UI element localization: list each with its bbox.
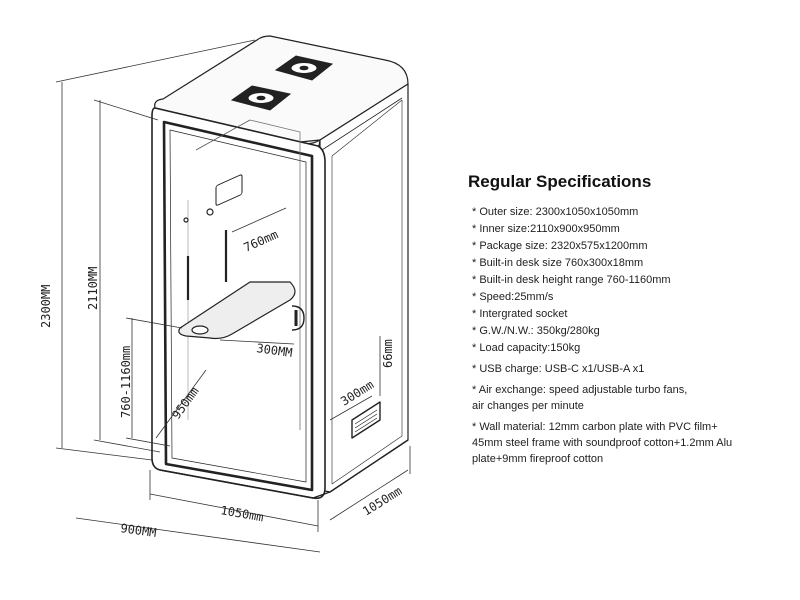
- dimension-desk-height: 760-1160mm: [119, 346, 133, 418]
- built-in-desk: [178, 281, 296, 340]
- dimension-side-offset: 66mm: [381, 339, 395, 368]
- dimension-desk-depth: 300MM: [256, 341, 294, 360]
- spec-item: * Intergrated socket: [472, 308, 568, 320]
- spec-item: * Built-in desk height range 760-1160mm: [472, 274, 671, 286]
- roof-fan-back: [274, 55, 334, 81]
- booth-base: [159, 439, 409, 499]
- spec-item: * Package size: 2320x575x1200mm: [472, 240, 648, 252]
- spec-item: * Inner size:2110x900x950mm: [472, 223, 620, 235]
- svg-text:900MM: 900MM: [120, 521, 158, 540]
- spec-item: * Speed:25mm/s: [472, 291, 554, 303]
- svg-text:300MM: 300MM: [256, 341, 294, 360]
- dimension-inner-width: 900MM: [120, 521, 158, 540]
- svg-text:2300MM: 2300MM: [39, 285, 53, 328]
- control-panel: [183, 174, 243, 223]
- desk-poles: [186, 230, 228, 300]
- svg-text:2110MM: 2110MM: [86, 267, 100, 310]
- spec-item: * Outer size: 2300x1050x1050mm: [472, 206, 639, 218]
- svg-text:760-1160mm: 760-1160mm: [119, 346, 133, 418]
- spec-item: * Air exchange: speed adjustable turbo f…: [472, 384, 688, 412]
- spec-item: * Load capacity:150kg: [472, 342, 581, 354]
- dimension-outer-height: 2300MM: [39, 285, 53, 328]
- spec-item: * USB charge: USB-C x1/USB-A x1: [472, 363, 645, 375]
- svg-text:1050mm: 1050mm: [219, 503, 264, 524]
- booth-interior: [187, 119, 301, 430]
- svg-text:1050mm: 1050mm: [360, 484, 404, 519]
- spec-item: * G.W./N.W.: 350kg/280kg: [472, 325, 600, 337]
- svg-text:66mm: 66mm: [381, 339, 395, 368]
- specifications-title: Regular Specifications: [468, 172, 652, 191]
- specifications-list: * Outer size: 2300x1050x1050mm * Inner s…: [468, 204, 798, 467]
- side-vent: [351, 401, 381, 439]
- dimension-inner-height: 2110MM: [86, 267, 100, 310]
- spec-item: * Wall material: 12mm carbon plate with …: [472, 421, 733, 465]
- spec-item: * Built-in desk size 760x300x18mm: [472, 257, 644, 269]
- roof-fan-front: [230, 85, 292, 111]
- door-handle: [291, 305, 305, 331]
- dimension-outer-width: 1050mm: [219, 503, 264, 524]
- specifications-panel: Regular Specifications * Outer size: 230…: [468, 172, 798, 468]
- dimension-outer-depth: 1050mm: [360, 484, 404, 519]
